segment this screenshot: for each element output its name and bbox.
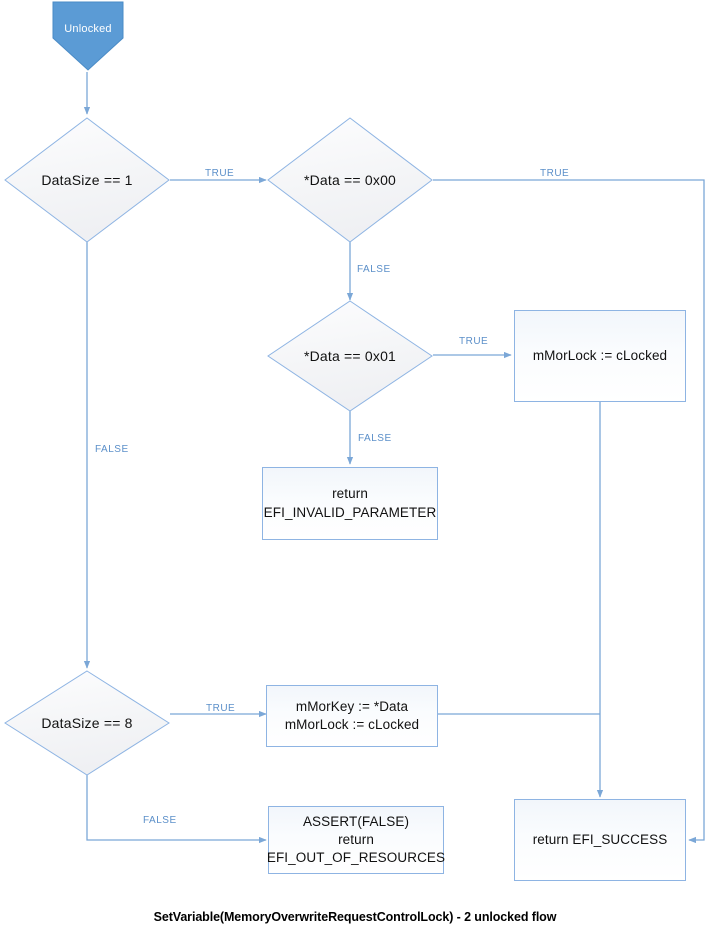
node-proc-assert-false-line2: return: [338, 831, 374, 847]
node-proc-mmorlock-clocked[interactable]: mMorLock := cLocked: [514, 310, 686, 402]
edge-label-data00-false: FALSE: [357, 264, 391, 275]
node-decision-datasize-1[interactable]: DataSize == 1: [4, 117, 170, 243]
diamond-shape: [267, 300, 433, 412]
edge-label-datasize1-false: FALSE: [95, 444, 129, 455]
node-decision-data-0x01[interactable]: *Data == 0x01: [267, 300, 433, 412]
node-proc-return-invalid-parameter-line1: return: [332, 486, 368, 502]
node-decision-data-0x01-label: *Data == 0x01: [303, 348, 397, 364]
pentagon-shape: [52, 1, 124, 71]
node-proc-assert-false-line1: ASSERT(FALSE): [302, 813, 410, 829]
edge-label-datasize8-true: TRUE: [206, 703, 236, 714]
diagram-caption: SetVariable(MemoryOverwriteRequestContro…: [153, 910, 557, 924]
edge-datasize8-false: [86, 775, 267, 844]
node-decision-datasize-8[interactable]: DataSize == 8: [4, 670, 170, 776]
node-start-unlocked[interactable]: Unlocked: [48, 0, 128, 72]
edge-label-data01-true: TRUE: [459, 336, 489, 347]
node-decision-data-0x00-label: *Data == 0x00: [303, 172, 397, 188]
node-proc-mmorkey-assign-line1: mMorKey := *Data: [295, 698, 409, 714]
node-proc-mmorlock-clocked-label: mMorLock := cLocked: [532, 347, 668, 363]
edge-label-datasize8-false: FALSE: [143, 815, 177, 826]
edge-label-datasize1-true: TRUE: [205, 168, 235, 179]
edge-label-data00-true: TRUE: [540, 168, 570, 179]
diamond-shape: [4, 117, 170, 243]
node-proc-return-invalid-parameter[interactable]: return EFI_INVALID_PARAMETER: [262, 467, 438, 540]
node-proc-return-success-label: return EFI_SUCCESS: [532, 831, 668, 847]
node-decision-datasize-8-label: DataSize == 8: [41, 715, 133, 731]
node-proc-assert-false[interactable]: ASSERT(FALSE) return EFI_OUT_OF_RESOURCE…: [266, 806, 446, 874]
node-proc-assert-false-line3: EFI_OUT_OF_RESOURCES: [266, 850, 446, 866]
edge-label-data01-false: FALSE: [358, 433, 392, 444]
node-decision-datasize-1-label: DataSize == 1: [41, 172, 133, 188]
node-proc-mmorkey-assign[interactable]: mMorKey := *Data mMorLock := cLocked: [266, 685, 438, 747]
node-decision-data-0x00[interactable]: *Data == 0x00: [267, 117, 433, 243]
node-proc-return-invalid-parameter-line2: EFI_INVALID_PARAMETER: [263, 504, 437, 520]
edge-data00-true: [433, 179, 705, 844]
node-proc-mmorkey-assign-line2: mMorLock := cLocked: [284, 717, 420, 732]
node-proc-return-success[interactable]: return EFI_SUCCESS: [514, 799, 686, 881]
diamond-shape: [267, 117, 433, 243]
diamond-shape: [4, 670, 170, 776]
node-start-label: Unlocked: [64, 23, 112, 35]
